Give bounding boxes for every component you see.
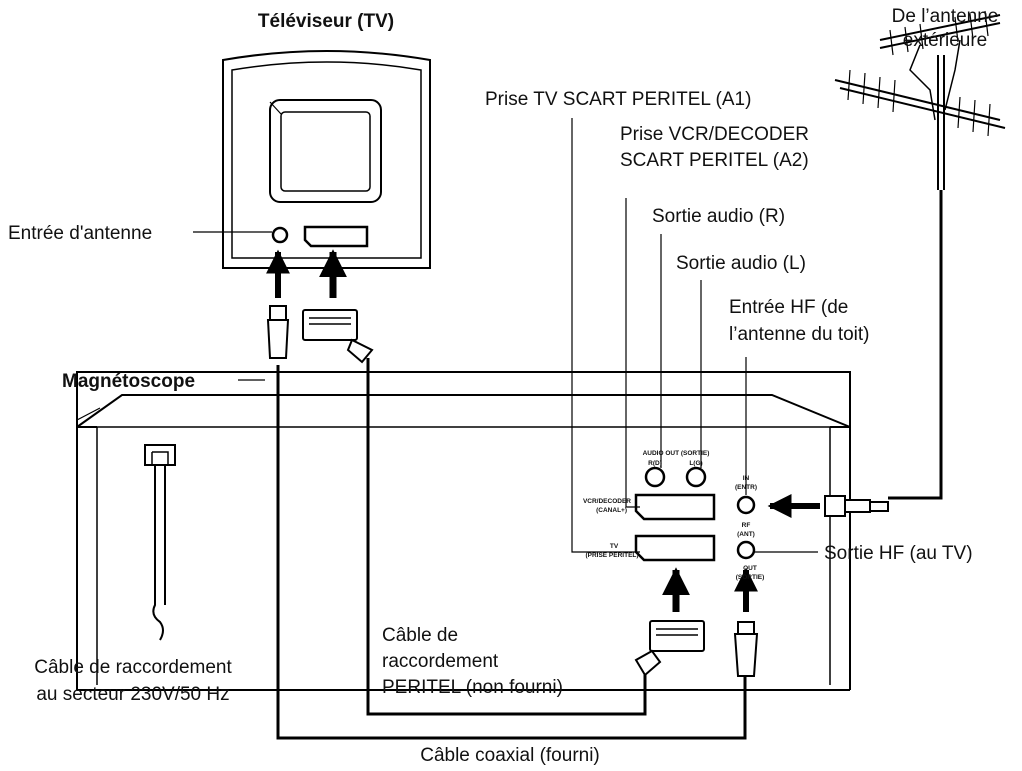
power-cable-label-1: Câble de raccordement	[34, 657, 232, 678]
power-cable-label-2: au secteur 230V/50 Hz	[36, 684, 229, 705]
rf-out-label: Sortie HF (au TV)	[824, 543, 973, 564]
scart-vcr-decoder-label-1: Prise VCR/DECODER	[620, 124, 809, 145]
antenna-plug	[824, 495, 889, 517]
panel-canal: (CANAL+)	[596, 507, 627, 514]
television	[222, 50, 431, 269]
rf-in-label-2: l’antenne du toit)	[729, 324, 870, 345]
scart-vcr-decoder-socket	[634, 493, 716, 521]
panel-sortie: (SORTIE)	[736, 574, 765, 581]
coax-cable-line	[276, 365, 747, 740]
vcr	[76, 371, 851, 691]
antenna-source-line2: extérieure	[903, 30, 988, 51]
panel-prise-peritel: (PRISE PERITEL)	[585, 552, 638, 559]
panel-l: L(G)	[689, 460, 702, 467]
scart-cable-line	[366, 358, 647, 716]
panel-out: OUT	[743, 565, 757, 572]
antenna-source-line1: De l’antenne	[892, 6, 999, 27]
tv-scart-socket	[303, 225, 369, 248]
coax-plug-tv	[266, 305, 290, 359]
scart-plug-vcr	[634, 620, 705, 677]
panel-audio-out: AUDIO OUT (SORTIE)	[643, 450, 710, 457]
rf-out-jack	[736, 540, 756, 560]
rf-in-jack	[736, 495, 756, 515]
audio-out-l-label: Sortie audio (L)	[676, 253, 806, 274]
power-inlet	[144, 444, 176, 466]
panel-rf: RF	[742, 522, 751, 529]
coax-plug-vcr	[733, 621, 759, 677]
rf-in-label-1: Entrée HF (de	[729, 297, 848, 318]
scart-tv-label: Prise TV SCART PERITEL (A1)	[485, 89, 751, 110]
panel-ant: (ANT)	[737, 531, 755, 538]
scart-plug-tv	[302, 309, 374, 364]
tv-antenna-input-label: Entrée d'antenne	[8, 223, 152, 244]
panel-tv: TV	[610, 543, 619, 550]
panel-r: R(D)	[648, 460, 662, 467]
scart-vcr-decoder-label-2: SCART PERITEL (A2)	[620, 150, 809, 171]
scart-cable-label-1: Câble de	[382, 625, 458, 646]
panel-in: IN	[743, 475, 750, 482]
scart-cable-label-3: PERITEL (non fourni)	[382, 677, 563, 698]
audio-out-r-label: Sortie audio (R)	[652, 206, 785, 227]
tv-antenna-jack	[271, 226, 289, 244]
scart-tv-socket	[634, 534, 716, 562]
outdoor-antenna	[834, 10, 1006, 500]
scart-cable-label-2: raccordement	[382, 651, 499, 672]
vcr-title: Magnétoscope	[62, 371, 195, 392]
coax-cable-label: Câble coaxial (fourni)	[420, 745, 600, 766]
tv-screen	[269, 99, 382, 203]
audio-out-l-jack	[685, 466, 707, 488]
leader-lines	[193, 118, 818, 553]
tv-title: Téléviseur (TV)	[258, 11, 394, 32]
audio-out-r-jack	[644, 466, 666, 488]
panel-entr: (ENTR)	[735, 484, 757, 491]
panel-vcr-decoder: VCR/DECODER	[583, 498, 631, 505]
power-cable	[152, 465, 166, 641]
